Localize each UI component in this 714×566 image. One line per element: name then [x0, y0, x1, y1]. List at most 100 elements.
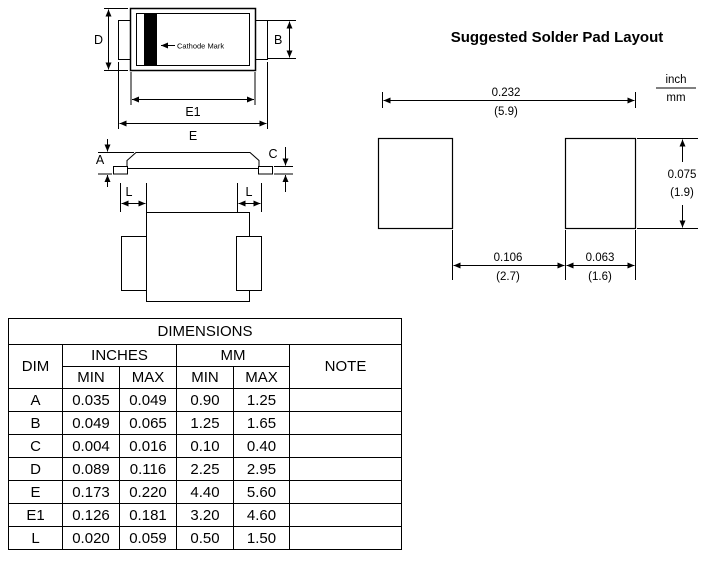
padwidth-mm-value: (1.6) [588, 271, 612, 283]
cell-dim: E [8, 480, 63, 504]
dim-label-c: C [268, 147, 277, 161]
cell-mm-max: 1.25 [233, 388, 290, 412]
side-foot-right [258, 166, 273, 175]
cell-dim: C [8, 434, 63, 458]
unit-legend: inch mm [656, 74, 696, 104]
bottom-pad-left [121, 236, 147, 291]
cell-mm-min: 0.90 [176, 388, 234, 412]
table-row: A 0.035 0.049 0.90 1.25 [8, 388, 403, 412]
col-header-max-inches: MAX [119, 366, 177, 389]
cell-in-max: 0.059 [119, 526, 177, 550]
dim-label-e1: E1 [185, 105, 200, 119]
side-body [126, 152, 260, 169]
cell-mm-max: 5.60 [233, 480, 290, 504]
cell-in-min: 0.089 [62, 457, 120, 481]
dimension-D: D [94, 8, 128, 71]
solder-layout-title: Suggested Solder Pad Layout [451, 29, 664, 46]
dimensions-table: DIMENSIONS DIM INCHES MM NOTE MIN MAX MI… [7, 318, 403, 550]
dimension-pad-width: 0.063 (1.6) [566, 252, 635, 283]
dim-label-l-right: L [246, 185, 253, 199]
table-row: L 0.020 0.059 0.50 1.50 [8, 526, 403, 550]
cell-dim: E1 [8, 503, 63, 527]
cell-mm-min: 0.10 [176, 434, 234, 458]
cell-in-max: 0.016 [119, 434, 177, 458]
table-row: D 0.089 0.116 2.25 2.95 [8, 457, 403, 481]
gap-inch-value: 0.106 [494, 252, 523, 264]
cell-note [288, 457, 403, 481]
table-title: DIMENSIONS [7, 318, 403, 345]
cell-dim: A [8, 388, 63, 412]
package-top-view: Cathode Mark [118, 7, 268, 72]
cell-in-max: 0.116 [119, 457, 177, 481]
col-header-max-mm: MAX [233, 366, 290, 389]
dim-label-a: A [96, 153, 105, 167]
cell-note [288, 388, 403, 412]
solder-pad-layout: Suggested Solder Pad Layout inch mm 0.23… [377, 29, 698, 283]
cell-mm-max: 1.50 [233, 526, 290, 550]
col-header-min-mm: MIN [176, 366, 234, 389]
bottom-body [146, 212, 250, 302]
cell-in-min: 0.020 [62, 526, 120, 550]
dimension-E: E [118, 62, 268, 143]
cell-in-max: 0.181 [119, 503, 177, 527]
dimension-L-left: L [120, 183, 147, 212]
padwidth-inch-value: 0.063 [586, 252, 615, 264]
cell-note [288, 480, 403, 504]
cell-in-min: 0.049 [62, 411, 120, 435]
cell-in-min: 0.004 [62, 434, 120, 458]
dimension-L-right: L [237, 183, 262, 212]
cell-note [288, 434, 403, 458]
bottom-pad-right [236, 236, 262, 291]
cell-note [288, 526, 403, 550]
package-drawing: Cathode Mark D B E1 E [94, 7, 296, 302]
cell-dim: B [8, 411, 63, 435]
cell-in-max: 0.065 [119, 411, 177, 435]
cell-mm-min: 1.25 [176, 411, 234, 435]
cell-note [288, 503, 403, 527]
cathode-mark-label: Cathode Mark [177, 42, 224, 51]
span-inch-value: 0.232 [492, 87, 521, 99]
unit-inch-label: inch [665, 74, 686, 86]
package-side-view [113, 152, 273, 175]
table-row: E 0.173 0.220 4.40 5.60 [8, 480, 403, 504]
table-row: E1 0.126 0.181 3.20 4.60 [8, 503, 403, 527]
dim-label-l-left: L [126, 185, 133, 199]
cell-in-max: 0.049 [119, 388, 177, 412]
cell-mm-max: 1.65 [233, 411, 290, 435]
height-inch-value: 0.075 [668, 169, 697, 181]
dim-label-d: D [94, 33, 103, 47]
table-row: C 0.004 0.016 0.10 0.40 [8, 434, 403, 458]
dimension-A: A [96, 139, 134, 187]
side-foot-left [113, 166, 128, 175]
dimension-C: C [268, 147, 293, 192]
dim-label-b: B [274, 33, 282, 47]
cell-note [288, 411, 403, 435]
dim-label-e: E [189, 129, 197, 143]
dimension-pad-height: 0.075 (1.9) [637, 138, 698, 229]
cell-mm-max: 4.60 [233, 503, 290, 527]
table-row: B 0.049 0.065 1.25 1.65 [8, 411, 403, 435]
cell-mm-min: 2.25 [176, 457, 234, 481]
cell-mm-max: 2.95 [233, 457, 290, 481]
dimension-B: B [268, 20, 296, 59]
cell-dim: L [8, 526, 63, 550]
lead-left [118, 20, 132, 60]
dimension-E1: E1 [130, 72, 256, 119]
span-mm-value: (5.9) [494, 106, 518, 118]
col-header-dim: DIM [8, 344, 63, 389]
col-header-mm: MM [176, 344, 290, 367]
col-header-inches: INCHES [62, 344, 177, 367]
solder-pad-right [564, 137, 637, 230]
cell-in-min: 0.126 [62, 503, 120, 527]
dimension-pad-gap: 0.106 (2.7) [452, 230, 636, 283]
cell-dim: D [8, 457, 63, 481]
cell-in-min: 0.173 [62, 480, 120, 504]
cell-mm-min: 3.20 [176, 503, 234, 527]
unit-mm-label: mm [666, 92, 685, 104]
cell-mm-max: 0.40 [233, 434, 290, 458]
cathode-band [144, 14, 157, 65]
dimension-pad-span: 0.232 (5.9) [382, 87, 636, 118]
col-header-note: NOTE [288, 344, 403, 389]
package-bottom-view [121, 212, 262, 302]
